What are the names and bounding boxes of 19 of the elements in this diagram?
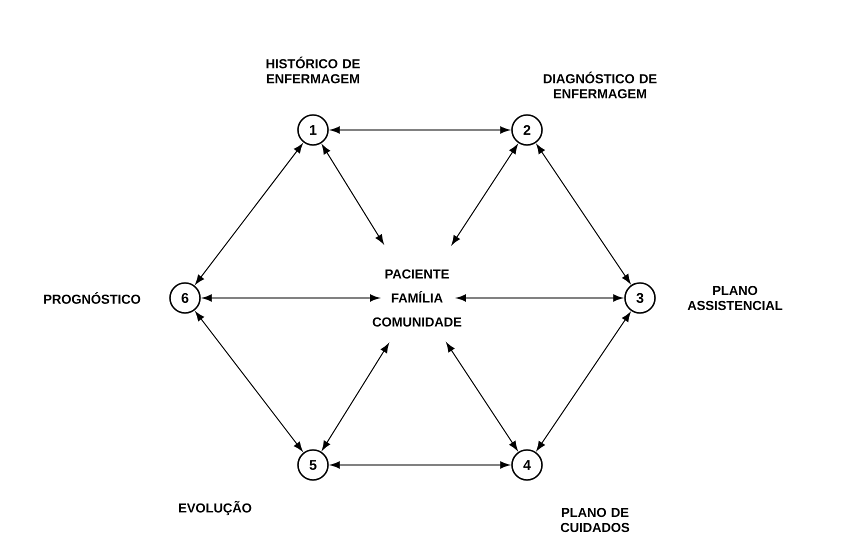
arrow <box>330 126 510 134</box>
node-caption: PROGNÓSTICO <box>44 292 140 304</box>
center-text: PACIENTE FAMÍLIA COMUNIDADE <box>372 269 462 327</box>
arrow <box>452 144 518 245</box>
arrow <box>456 294 622 302</box>
node-caption: HISTÓRICO DE ENFERMAGEM <box>266 56 360 84</box>
node-caption: PLANO ASSISTENCIAL <box>688 286 782 310</box>
node-caption: EVOLUÇÃO <box>179 500 252 516</box>
arrow <box>446 342 518 450</box>
arrow <box>330 461 510 469</box>
arrow <box>536 144 630 284</box>
node-caption: PLANO DE CUIDADOS <box>560 508 630 532</box>
arrow <box>202 294 380 302</box>
arrow <box>195 144 303 284</box>
arrow <box>322 144 384 244</box>
arrow <box>322 344 389 450</box>
node-caption: DIAGNÓSTICO DE ENFERMAGEM <box>544 72 657 98</box>
arrow <box>195 312 303 452</box>
arrow <box>536 312 630 451</box>
